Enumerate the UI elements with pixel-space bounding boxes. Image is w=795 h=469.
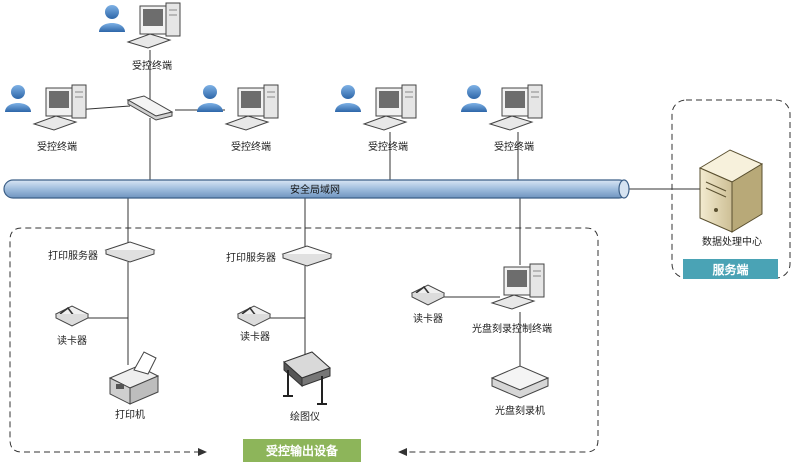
data-center-label: 数据处理中心: [702, 235, 762, 248]
printer: 打印机: [108, 351, 160, 421]
print-server-icon: [105, 241, 155, 263]
user-icon: [99, 5, 125, 32]
terminal-top: 受控终端: [99, 2, 181, 72]
disc-burner-icon: [490, 365, 550, 399]
printer-label: 打印机: [115, 408, 145, 421]
server-icon: [698, 149, 764, 233]
terminal-label: 受控终端: [132, 59, 172, 72]
printer-icon: [108, 351, 160, 405]
server-group-tag: 服务端: [683, 259, 778, 279]
data-center: 数据处理中心: [698, 149, 764, 248]
user-icon: [5, 85, 31, 112]
disc-control-terminal: 光盘刻录控制终端: [472, 263, 552, 335]
output-group-box: [9, 227, 599, 453]
terminal-mid1: 受控终端: [197, 84, 279, 153]
disc-control-label: 光盘刻录控制终端: [472, 322, 552, 335]
print-server-2: 打印服务器: [226, 245, 332, 267]
card-reader-icon: [55, 305, 89, 327]
terminal-label: 受控终端: [368, 140, 408, 153]
computer-icon: [225, 84, 279, 131]
terminal-label: 受控终端: [37, 140, 77, 153]
user-icon: [335, 85, 361, 112]
network-label: 安全局域网: [290, 183, 340, 196]
print-server-label: 打印服务器: [226, 251, 276, 264]
plotter: 绘图仪: [283, 351, 331, 423]
switch-icon: [126, 95, 174, 121]
computer-icon: [491, 263, 545, 310]
print-server-label: 打印服务器: [48, 249, 98, 262]
disc-burner-label: 光盘刻录机: [495, 404, 545, 417]
print-server-1: 打印服务器: [48, 241, 155, 263]
arrow-right-icon: [398, 448, 407, 456]
card-reader-1: 读卡器: [55, 305, 89, 347]
computer-icon: [33, 84, 87, 131]
card-reader-label: 读卡器: [413, 312, 443, 325]
card-reader-icon: [411, 284, 445, 306]
terminal-label: 受控终端: [494, 140, 534, 153]
terminal-left: 受控终端: [5, 84, 87, 153]
user-icon: [197, 85, 223, 112]
terminal-right: 受控终端: [461, 84, 543, 153]
computer-icon: [363, 84, 417, 131]
terminal-label: 受控终端: [231, 140, 271, 153]
plotter-label: 绘图仪: [290, 410, 320, 423]
plotter-icon: [283, 351, 331, 405]
computer-icon: [489, 84, 543, 131]
card-reader-3: 读卡器: [411, 284, 445, 325]
card-reader-2: 读卡器: [237, 305, 271, 343]
card-reader-icon: [237, 305, 271, 327]
card-reader-label: 读卡器: [240, 330, 270, 343]
arrow-left-icon: [198, 448, 207, 456]
print-server-icon: [282, 245, 332, 267]
secure-lan-bus: 安全局域网: [3, 179, 630, 199]
output-group-tag: 受控输出设备: [243, 439, 361, 462]
disc-burner: 光盘刻录机: [490, 365, 550, 417]
card-reader-label: 读卡器: [57, 334, 87, 347]
computer-icon: [127, 2, 181, 49]
user-icon: [461, 85, 487, 112]
terminal-mid2: 受控终端: [335, 84, 417, 153]
